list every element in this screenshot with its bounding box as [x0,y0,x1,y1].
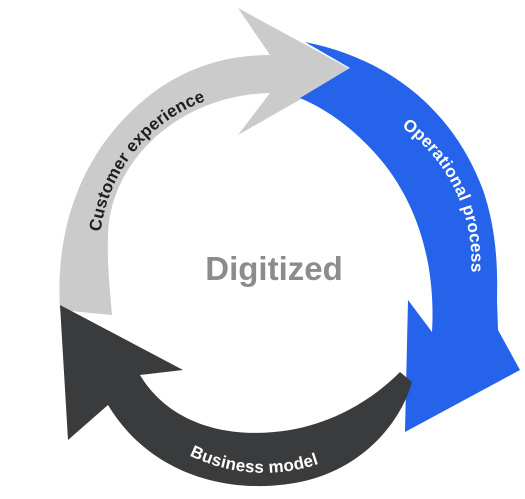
business-model-arrow [60,305,412,487]
center-title: Digitized [205,250,343,287]
operational-process-arrow [300,42,520,432]
customer-experience-arrow [59,8,352,315]
